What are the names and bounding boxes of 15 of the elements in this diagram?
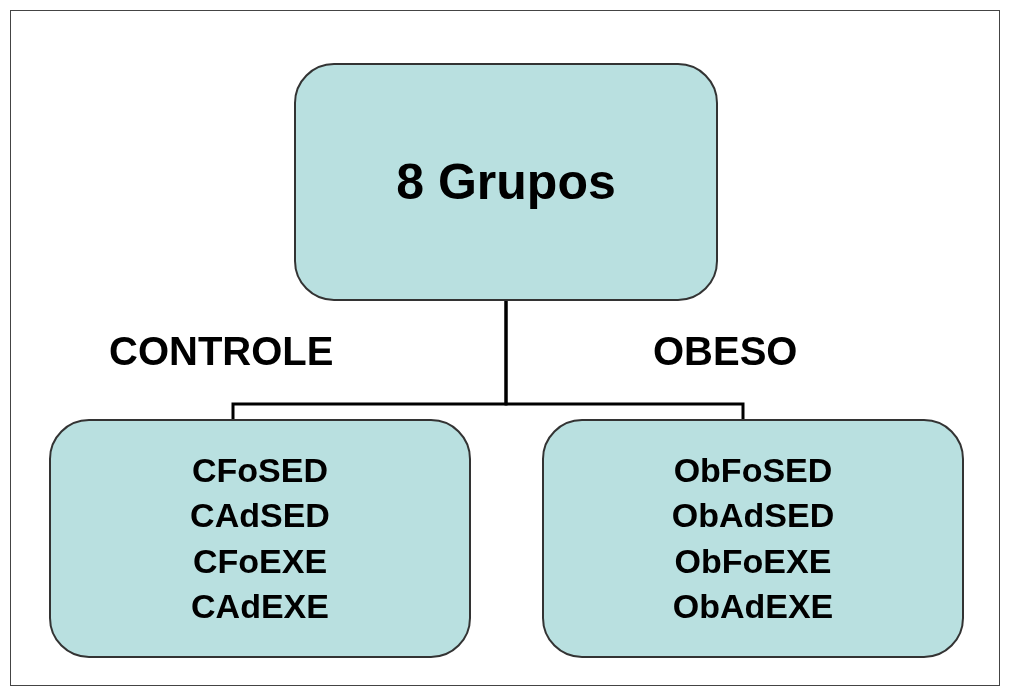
edge-label: OBESO — [653, 329, 798, 374]
edge-label: CONTROLE — [109, 329, 334, 374]
group-name: CFoSED — [192, 450, 328, 492]
group-box — [542, 419, 964, 658]
group-name: ObAdSED — [671, 495, 835, 537]
group-box — [294, 63, 718, 301]
connector-line — [504, 301, 745, 419]
group-name: CAdEXE — [191, 585, 329, 627]
group-name: CAdSED — [190, 495, 330, 537]
group-box — [49, 419, 471, 658]
group-name: 8 Grupos — [395, 153, 617, 212]
group-name: ObFoSED — [673, 450, 833, 492]
group-name: CFoEXE — [192, 540, 328, 582]
group-name: ObFoEXE — [674, 540, 832, 582]
group-name: ObAdEXE — [672, 585, 834, 627]
